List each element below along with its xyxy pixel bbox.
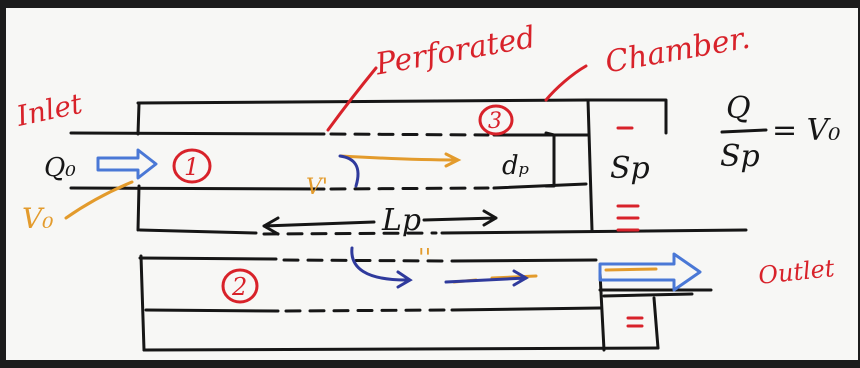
partition-top	[138, 228, 258, 235]
chamber-top	[586, 98, 668, 135]
sketch-diagram: Inlet Perforated Chamber. Outlet Q₀ V₀ V…	[13, 20, 840, 352]
chamber-bottom-box-top	[602, 292, 694, 298]
dark-blue-curve-upper	[338, 154, 360, 188]
region-1-number: 1	[184, 153, 199, 181]
formula-fraction-bar	[720, 128, 768, 134]
chamber-pointer	[544, 64, 588, 102]
chamber-label: Chamber.	[603, 21, 753, 81]
chamber-wall	[586, 98, 594, 232]
outer-body-bottom	[142, 346, 660, 352]
outlet-pipe-bottom-perforated	[284, 308, 448, 313]
lp-label: Lp	[381, 203, 421, 238]
outlet-pipe-top-end	[450, 258, 598, 263]
chamber-right-wall	[598, 271, 606, 352]
region-3-circle	[478, 104, 514, 136]
dp-bracket	[544, 131, 556, 188]
partition-end	[440, 228, 748, 235]
outer-body-left-lower	[136, 184, 141, 232]
formula-denominator: Sp	[720, 139, 760, 174]
v0-label: V₀	[22, 202, 53, 235]
perforated-pointer	[326, 66, 378, 132]
inlet-pipe-top	[69, 131, 326, 136]
inlet-pipe-bottom-perforated	[329, 186, 490, 191]
whiteboard: Inlet Perforated Chamber. Outlet Q₀ V₀ V…	[6, 8, 858, 360]
region-3-number: 3	[488, 109, 502, 134]
outlet-flow-arrow	[598, 252, 702, 292]
lp-arrow-left	[262, 216, 376, 236]
flow-dots: ''	[418, 244, 431, 272]
sp-label: Sp	[610, 151, 650, 186]
inlet-pipe-top-perforated	[329, 132, 490, 137]
region-2-circle	[221, 268, 259, 304]
v0-pointer	[64, 180, 134, 220]
dp-label: dₚ	[502, 151, 529, 181]
outlet-pipe-perforated	[282, 258, 448, 263]
perforated-label: Perforated	[372, 20, 538, 83]
inlet-flow-arrow	[96, 148, 158, 180]
formula-rhs: = V₀	[772, 113, 840, 148]
outlet-pipe-top	[138, 256, 278, 261]
lp-arrow-right	[422, 209, 498, 227]
outer-body-top	[136, 98, 590, 105]
outer-body-left-bottom	[139, 254, 146, 352]
outlet-label: Outlet	[757, 254, 836, 290]
dark-blue-curve-lower	[350, 246, 413, 289]
q0-label: Q₀	[44, 153, 76, 183]
dark-blue-flow-arrow	[444, 269, 529, 287]
inlet-pipe-bottom	[69, 186, 326, 191]
inlet-pipe-bottom-end	[492, 182, 588, 190]
inlet-label: Inlet	[13, 87, 86, 133]
region-1-circle	[172, 148, 212, 184]
region-2-number: 2	[231, 273, 247, 301]
outlet-pipe-bottom	[144, 308, 280, 313]
chamber-right-bottom	[652, 296, 660, 350]
outlet-pipe-bottom-end	[450, 306, 602, 312]
vprime-arrow	[339, 152, 462, 168]
vprime-label: V'	[306, 175, 328, 200]
orange-outlet-mark	[604, 267, 658, 272]
formula-numerator: Q	[726, 91, 751, 126]
outer-body-left	[136, 102, 141, 136]
partition-perforated	[262, 231, 438, 236]
